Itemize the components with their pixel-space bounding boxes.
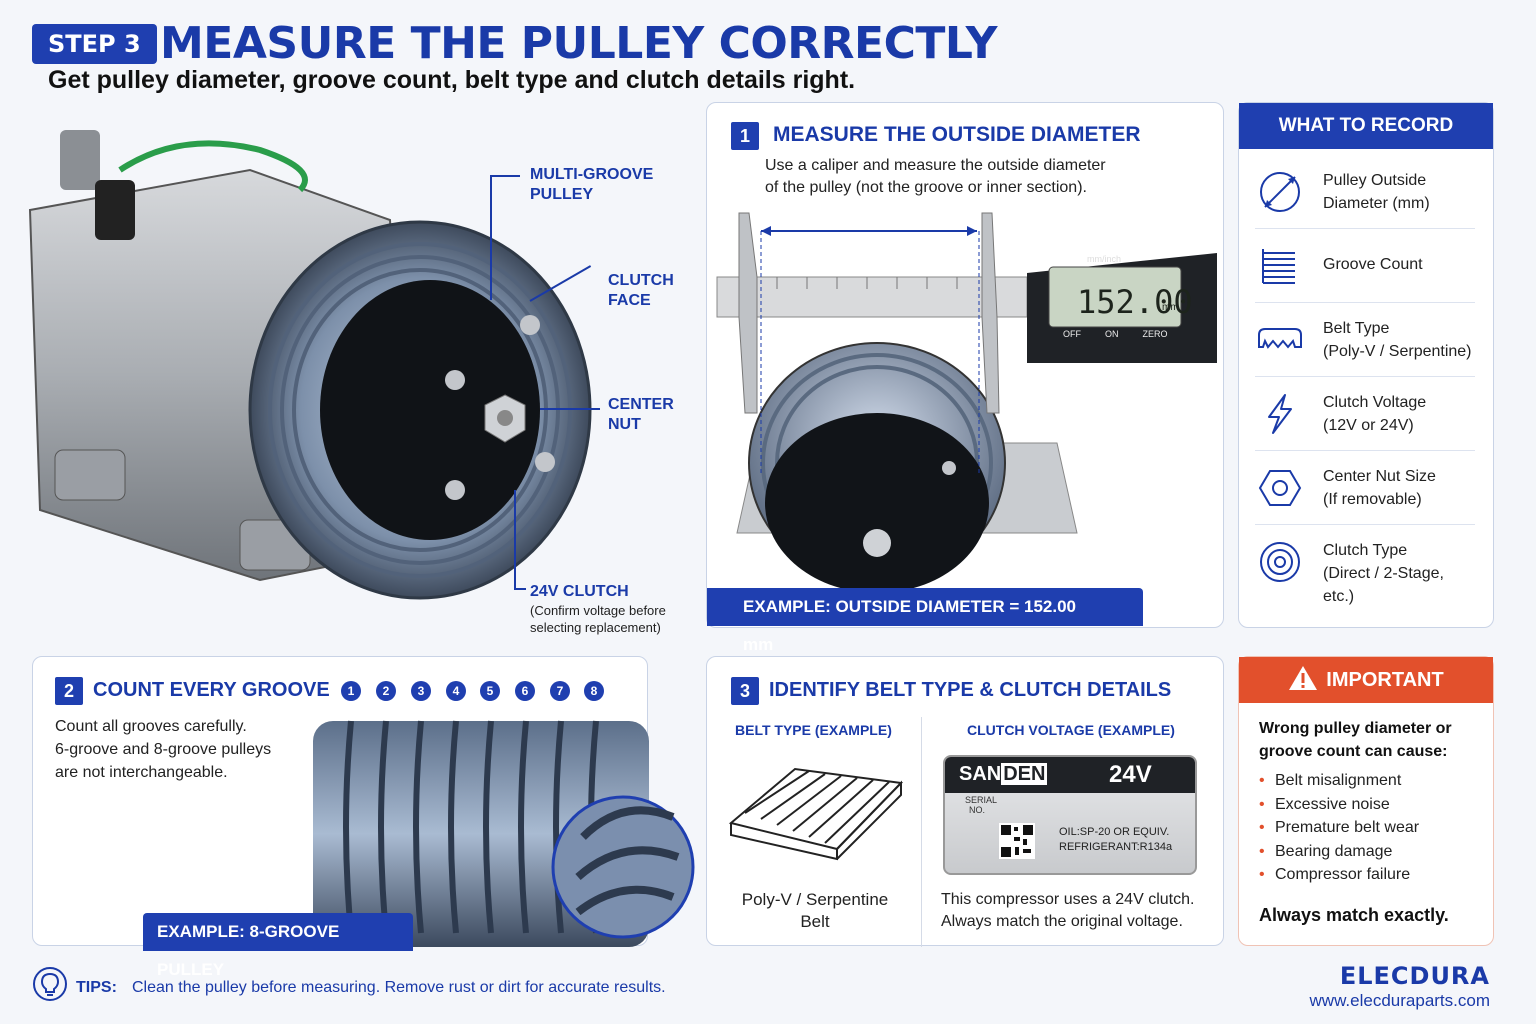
list-item: Belt misalignment	[1259, 769, 1479, 793]
caliper-off-button: OFF	[1063, 329, 1081, 339]
lightbulb-icon	[33, 967, 67, 1001]
step2-title: COUNT EVERY GROOVE	[93, 679, 330, 701]
record-item-nut: Center Nut Size (If removable)	[1255, 451, 1475, 525]
record-item-belt: Belt Type (Poly-V / Serpentine)	[1255, 303, 1475, 377]
step1-example: EXAMPLE: OUTSIDE DIAMETER = 152.00 mm	[707, 588, 1143, 654]
qr-code-icon	[999, 823, 1035, 859]
record-item-label: Center Nut Size (If removable)	[1323, 468, 1436, 508]
list-item: Compressor failure	[1259, 863, 1479, 887]
tips-text: Clean the pulley before measuring. Remov…	[132, 979, 666, 996]
step2-panel: 2 COUNT EVERY GROOVE Count all grooves c…	[32, 656, 695, 979]
callout-line	[514, 588, 526, 590]
groove-number-2: 2	[376, 681, 396, 701]
compressor-image	[28, 130, 592, 600]
website-link[interactable]: www.elecduraparts.com	[1309, 991, 1490, 1010]
callout-clutch-note: (Confirm voltage before selecting replac…	[530, 603, 666, 635]
record-title: WHAT TO RECORD	[1239, 103, 1493, 149]
callout-line	[514, 490, 516, 590]
important-lead: Wrong pulley diameter or groove count ca…	[1259, 720, 1452, 760]
label-voltage: 24V	[1109, 761, 1152, 788]
important-final: Always match exactly.	[1259, 904, 1449, 925]
page-subtitle: Get pulley diameter, groove count, belt …	[48, 66, 856, 94]
step1-number: 1	[731, 122, 759, 150]
grooves-icon	[1262, 249, 1295, 284]
caliper-mode-label: mm/inch	[1087, 254, 1122, 264]
step-badge: STEP 3	[32, 24, 157, 64]
belt-icon	[1258, 328, 1302, 349]
list-item: Excessive noise	[1259, 793, 1479, 817]
caliper-measurement-image	[716, 212, 1217, 593]
record-item-label: Clutch Voltage (12V or 24V)	[1323, 394, 1427, 434]
groove-number-4: 4	[446, 681, 466, 701]
important-header: IMPORTANT	[1239, 657, 1493, 703]
step1-text: Use a caliper and measure the outside di…	[765, 157, 1106, 196]
important-panel: IMPORTANT Wrong pulley diameter or groov…	[1238, 656, 1494, 946]
belt-caption: Poly-V / Serpentine Belt	[741, 890, 889, 931]
step1-title: MEASURE THE OUTSIDE DIAMETER	[773, 123, 1141, 146]
warning-icon	[1289, 666, 1318, 690]
list-item: Bearing damage	[1259, 840, 1479, 864]
divider	[921, 717, 922, 947]
step3-title: IDENTIFY BELT TYPE & CLUTCH DETAILS	[769, 679, 1172, 701]
step3-panel: 3 IDENTIFY BELT TYPE & CLUTCH DETAILS BE…	[706, 656, 1224, 947]
clutch-rings-icon	[1260, 542, 1300, 582]
groove-number-3: 3	[411, 681, 431, 701]
step2-text: Count all grooves carefully. 6-groove an…	[55, 718, 272, 781]
record-item-label: Clutch Type (Direct / 2-Stage, etc.)	[1323, 542, 1444, 605]
compressor-illustration: MULTI-GROOVE PULLEY CLUTCH FACE CENTER N…	[0, 110, 700, 640]
step2-example: EXAMPLE: 8-GROOVE PULLEY	[143, 913, 413, 979]
callout-24v-clutch: 24V CLUTCH	[530, 583, 629, 600]
label-plate-header	[945, 757, 1195, 793]
record-item-label: Groove Count	[1323, 256, 1423, 273]
important-list: Belt misalignment Excessive noise Premat…	[1259, 769, 1479, 887]
record-item-grooves: Groove Count	[1255, 229, 1475, 303]
page-title: MEASURE THE PULLEY CORRECTLY	[160, 18, 997, 69]
caliper-zero-button: ZERO	[1142, 329, 1168, 339]
caliper-unit: mm	[1162, 302, 1179, 313]
tips-label: TIPS:	[76, 979, 117, 996]
record-item-label: Pulley Outside Diameter (mm)	[1323, 172, 1430, 212]
groove-number-5: 5	[480, 681, 500, 701]
caliper-buttons: OFF ON ZERO	[1063, 329, 1168, 339]
important-title: IMPORTANT	[1326, 669, 1444, 691]
record-item-label: Belt Type (Poly-V / Serpentine)	[1323, 320, 1472, 360]
hex-nut-icon	[1258, 470, 1302, 506]
record-panel: WHAT TO RECORD Pulley Outside Diameter (…	[1238, 102, 1494, 628]
callout-line	[540, 408, 600, 410]
callout-center-nut: CENTER NUT	[608, 396, 674, 433]
poly-v-belt-image	[728, 767, 904, 861]
clutch-heading: CLUTCH VOLTAGE (EXAMPLE)	[967, 722, 1175, 738]
caliper-on-button: ON	[1105, 329, 1119, 339]
record-item-voltage: Clutch Voltage (12V or 24V)	[1255, 377, 1475, 451]
important-body: Wrong pulley diameter or groove count ca…	[1259, 717, 1479, 926]
label-serial: SERIAL NO.	[965, 795, 998, 815]
step1-panel: 1 MEASURE THE OUTSIDE DIAMETER Use a cal…	[706, 102, 1224, 654]
step2-number: 2	[55, 677, 83, 705]
diameter-icon	[1260, 172, 1300, 212]
groove-number-6: 6	[515, 681, 535, 701]
belt-heading: BELT TYPE (EXAMPLE)	[735, 722, 892, 738]
caliper-reading: 152.00	[1077, 283, 1193, 321]
brand-logo: ELECDURA	[1339, 962, 1490, 990]
callout-clutch-face: CLUTCH FACE	[608, 272, 674, 309]
record-item-clutch-type: Clutch Type (Direct / 2-Stage, etc.)	[1255, 525, 1475, 605]
record-item-diameter: Pulley Outside Diameter (mm)	[1255, 155, 1475, 229]
groove-number-1: 1	[341, 681, 361, 701]
lightning-icon	[1268, 394, 1292, 434]
step3-number: 3	[731, 677, 759, 705]
list-item: Premature belt wear	[1259, 816, 1479, 840]
callout-line	[490, 175, 520, 177]
groove-closeup-image	[313, 720, 695, 947]
callout-line	[490, 175, 492, 300]
groove-number-7: 7	[550, 681, 570, 701]
groove-number-8: 8	[584, 681, 604, 701]
clutch-caption: This compressor uses a 24V clutch. Alway…	[941, 891, 1195, 930]
callout-multi-groove: MULTI-GROOVE PULLEY	[530, 166, 654, 203]
label-specs: OIL:SP-20 OR EQUIV. REFRIGERANT:R134a	[1059, 826, 1173, 853]
